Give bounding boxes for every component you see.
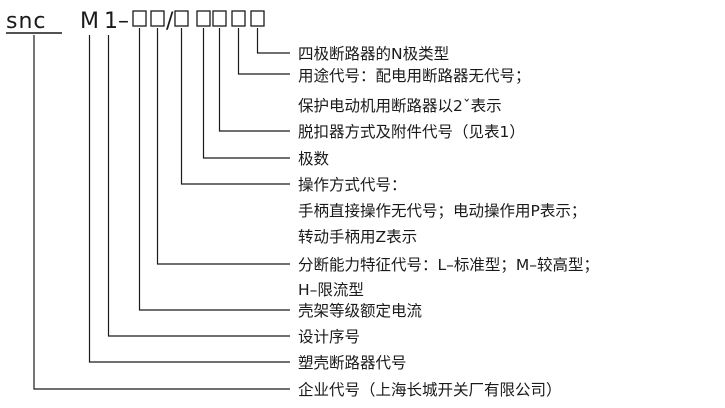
usage-box xyxy=(231,10,246,27)
connector-operation-mode xyxy=(180,28,290,185)
desc-rotary-handle: 转动手柄用Z表示 xyxy=(298,228,417,246)
desc-breaking-capacity: 分断能力特征代号：L–标准型；M–较高型； xyxy=(298,256,599,274)
model-code: snc M 1 – / xyxy=(6,9,265,34)
connector-trip-accessory xyxy=(218,28,290,132)
connector-usage xyxy=(237,28,290,75)
connector-poles xyxy=(202,28,290,159)
operation-mode-box xyxy=(174,10,189,27)
desc-n-pole-type: 四极断路器的N极类型 xyxy=(298,45,449,63)
desc-trip-accessory: 脱扣器方式及附件代号（见表1） xyxy=(298,123,525,141)
description-list: 四极断路器的N极类型 用途代号：配电用断路器无代号； 保护电动机用断路器以2ˇ表… xyxy=(298,45,599,399)
code-slash: / xyxy=(166,9,174,34)
desc-motor-protection: 保护电动机用断路器以2ˇ表示 xyxy=(298,97,502,115)
connector-series-code xyxy=(88,35,290,363)
poles-box xyxy=(196,10,211,27)
desc-company-code: 企业代号（上海长城开关厂有限公司） xyxy=(298,381,562,399)
design-number: 1 xyxy=(104,9,118,34)
brand-code: snc xyxy=(6,9,47,34)
trip-accessory-box xyxy=(212,10,227,27)
connector-lines xyxy=(33,28,290,390)
desc-operation-handle: 手柄直接操作无代号；电动操作用P表示； xyxy=(298,202,586,220)
code-dash: – xyxy=(118,9,129,34)
connector-frame-current xyxy=(138,28,290,311)
series-code: M xyxy=(80,9,99,34)
desc-poles: 极数 xyxy=(298,150,330,168)
connector-n-pole-type xyxy=(256,28,290,54)
connector-breaking-capacity xyxy=(156,28,290,265)
connector-brand-code xyxy=(33,35,290,390)
breaking-capacity-box xyxy=(150,10,165,27)
desc-frame-current: 壳架等级额定电流 xyxy=(298,302,422,320)
n-pole-type-box xyxy=(250,10,265,27)
desc-design-number: 设计序号 xyxy=(298,328,360,346)
desc-usage-code: 用途代号：配电用断路器无代号； xyxy=(298,67,531,85)
frame-current-box xyxy=(132,10,147,27)
desc-series-code: 塑壳断路器代号 xyxy=(298,354,407,372)
desc-operation-mode: 操作方式代号： xyxy=(298,176,407,194)
desc-current-limiting: H–限流型 xyxy=(298,281,364,299)
connector-design-number xyxy=(107,35,290,337)
